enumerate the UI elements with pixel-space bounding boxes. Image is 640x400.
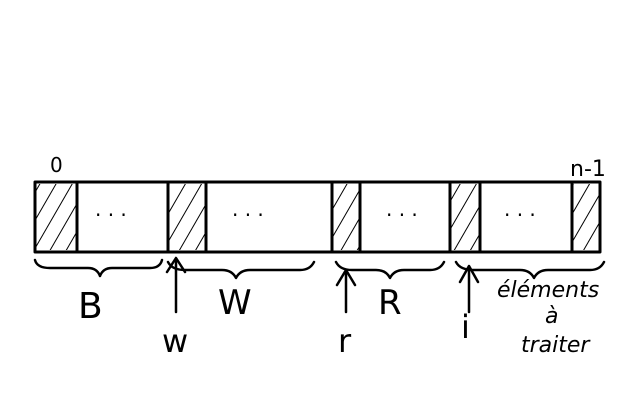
- region-label-rest-line2: à: [545, 304, 558, 329]
- brace-rest: [454, 260, 606, 280]
- hatched-cell-r: [330, 180, 362, 254]
- hatched-cell-last: [570, 180, 599, 254]
- ellipsis-r: · · ·: [386, 203, 418, 227]
- brace-b: [33, 258, 164, 278]
- region-label-rest-line1: éléments: [497, 278, 599, 303]
- ellipsis-w: · · ·: [232, 203, 264, 227]
- brace-r: [334, 260, 446, 280]
- index-end-label: n-1: [570, 157, 606, 182]
- region-label-r: R: [378, 283, 402, 323]
- brace-w: [166, 260, 316, 280]
- region-label-w: W: [218, 283, 252, 323]
- hatched-cell-b-boundary: [35, 180, 79, 254]
- pointer-arrow-r: [335, 268, 357, 314]
- index-start-label: 0: [50, 153, 63, 177]
- pointer-label-r: r: [338, 322, 352, 360]
- ellipsis-b: · · ·: [95, 203, 127, 227]
- region-label-b: B: [78, 286, 103, 327]
- pointer-label-i: i: [461, 308, 470, 346]
- pointer-arrow-i: [458, 264, 480, 314]
- ellipsis-rest: · · ·: [504, 203, 536, 227]
- hatched-cell-i: [448, 180, 482, 254]
- pointer-arrow-w: [165, 256, 187, 314]
- hatched-cell-w: [166, 180, 208, 254]
- pointer-label-w: w: [162, 322, 188, 360]
- region-label-rest-line3: traiter: [521, 333, 591, 358]
